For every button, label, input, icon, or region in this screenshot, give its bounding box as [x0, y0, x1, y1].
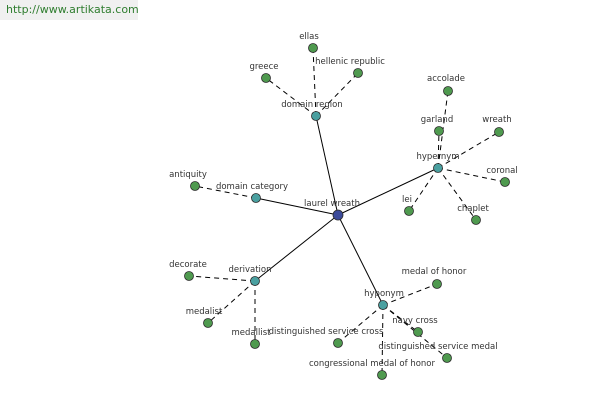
leaf-label: hellenic republic [315, 57, 385, 67]
edge-relation-leaf [382, 304, 419, 333]
edge-center-relation [254, 214, 339, 282]
leaf-node[interactable] [203, 318, 213, 328]
leaf-label: wreath [482, 115, 511, 125]
leaf-label: distinguished service medal [378, 342, 497, 352]
relation-node[interactable] [378, 300, 388, 310]
leaf-label: antiquity [169, 170, 207, 180]
leaf-label: distinguished service cross [269, 327, 384, 337]
relation-node[interactable] [251, 193, 261, 203]
edge-relation-leaf [194, 185, 257, 199]
edge-relation-leaf [312, 47, 317, 117]
edge-relation-leaf [265, 77, 317, 117]
leaf-label: ellas [299, 32, 319, 42]
edge-center-relation [315, 115, 339, 216]
leaf-node[interactable] [471, 215, 481, 225]
leaf-label: lei [402, 195, 412, 205]
leaf-node[interactable] [261, 73, 271, 83]
leaf-label: medallist [232, 328, 272, 338]
leaf-node[interactable] [184, 271, 194, 281]
edges-layer [188, 47, 506, 376]
leaf-node[interactable] [413, 327, 423, 337]
edge-relation-leaf [381, 304, 384, 376]
leaf-label: accolade [427, 74, 465, 84]
edge-center-relation [255, 197, 339, 216]
leaf-node[interactable] [443, 86, 453, 96]
leaf-node[interactable] [404, 206, 414, 216]
leaf-node[interactable] [353, 68, 363, 78]
edge-relation-leaf [337, 304, 384, 344]
leaf-node[interactable] [500, 177, 510, 187]
leaf-node[interactable] [190, 181, 200, 191]
leaf-label: congressional medal of honor [309, 359, 436, 369]
leaf-node[interactable] [494, 127, 504, 137]
leaf-label: medalist [186, 307, 223, 317]
leaf-node[interactable] [308, 43, 318, 53]
center-label: laurel wreath [304, 199, 360, 209]
leaf-label: navy cross [392, 316, 438, 326]
relation-label: domain region [281, 100, 342, 110]
leaf-node[interactable] [442, 353, 452, 363]
edge-center-relation [337, 214, 384, 306]
center-node[interactable] [332, 209, 344, 221]
leaf-node[interactable] [377, 370, 387, 380]
edge-relation-leaf [437, 131, 500, 169]
nodes-layer [184, 43, 510, 380]
leaf-node[interactable] [250, 339, 260, 349]
relation-label: domain category [216, 182, 288, 192]
leaf-label: coronal [486, 166, 517, 176]
edge-relation-leaf [382, 283, 438, 306]
edge-relation-leaf [382, 304, 448, 359]
edge-relation-leaf [207, 280, 256, 324]
leaf-label: greece [249, 62, 278, 72]
relation-label: derivation [228, 265, 271, 275]
leaf-label: chaplet [457, 204, 489, 214]
edge-relation-leaf [315, 72, 359, 117]
leaf-node[interactable] [432, 279, 442, 289]
leaf-node[interactable] [333, 338, 343, 348]
labels-layer: ellas greece hellenic republic domain regio… [169, 32, 518, 369]
leaf-label: decorate [169, 260, 207, 270]
relation-node[interactable] [250, 276, 260, 286]
relation-label: hypernym [416, 152, 459, 162]
relation-label: hyponym [364, 289, 404, 299]
leaf-label: medal of honor [402, 267, 467, 277]
edge-relation-leaf [437, 167, 477, 221]
edge-center-relation [337, 167, 439, 216]
relation-node[interactable] [433, 163, 443, 173]
relation-node[interactable] [311, 111, 321, 121]
leaf-label: garland [421, 115, 453, 125]
edge-relation-leaf [437, 130, 440, 169]
watermark: http://www.artikata.com [0, 0, 139, 20]
edge-relation-leaf [437, 167, 506, 183]
leaf-node[interactable] [434, 126, 444, 136]
edge-relation-leaf [188, 275, 256, 282]
